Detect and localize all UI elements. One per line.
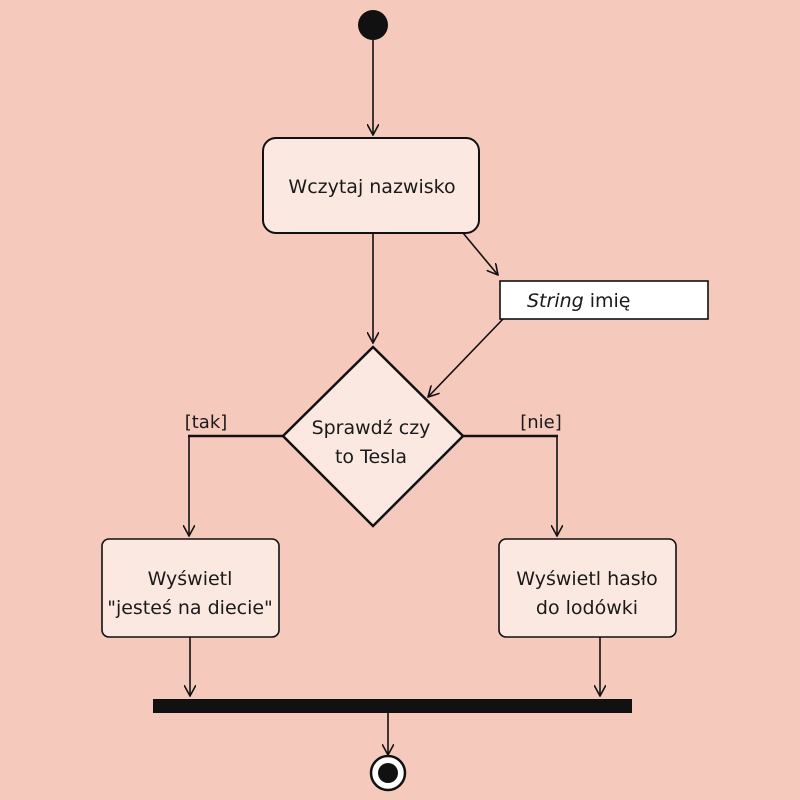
- decision-node[interactable]: Sprawdź czy to Tesla: [281, 345, 465, 528]
- object-name: imię: [590, 290, 631, 312]
- edge-read-to-object: [462, 232, 498, 275]
- object-type: String: [527, 290, 584, 312]
- edge-object-to-decision: [428, 318, 504, 397]
- action-show-fridge-password-line1: Wyświetl hasło: [516, 568, 657, 590]
- action-show-diet[interactable]: Wyświetl "jesteś na diecie": [101, 538, 280, 638]
- action-read-surname[interactable]: Wczytaj nazwisko: [262, 137, 480, 234]
- action-show-diet-line2: "jesteś na diecie": [107, 597, 273, 619]
- decision-label-line2: to Tesla: [335, 446, 407, 468]
- guard-no: [nie]: [520, 412, 562, 433]
- action-show-fridge-password-line2: do lodówki: [536, 597, 638, 619]
- action-read-surname-label: Wczytaj nazwisko: [288, 176, 455, 198]
- object-node-first-name[interactable]: String imię: [499, 280, 709, 320]
- final-node[interactable]: [369, 754, 407, 792]
- join-bar[interactable]: [153, 699, 632, 713]
- guard-yes: [tak]: [185, 412, 228, 433]
- decision-label-line1: Sprawdź czy: [312, 417, 431, 439]
- action-show-diet-line1: Wyświetl: [148, 568, 233, 590]
- action-show-fridge-password[interactable]: Wyświetl hasło do lodówki: [498, 538, 677, 638]
- initial-node[interactable]: [358, 10, 388, 40]
